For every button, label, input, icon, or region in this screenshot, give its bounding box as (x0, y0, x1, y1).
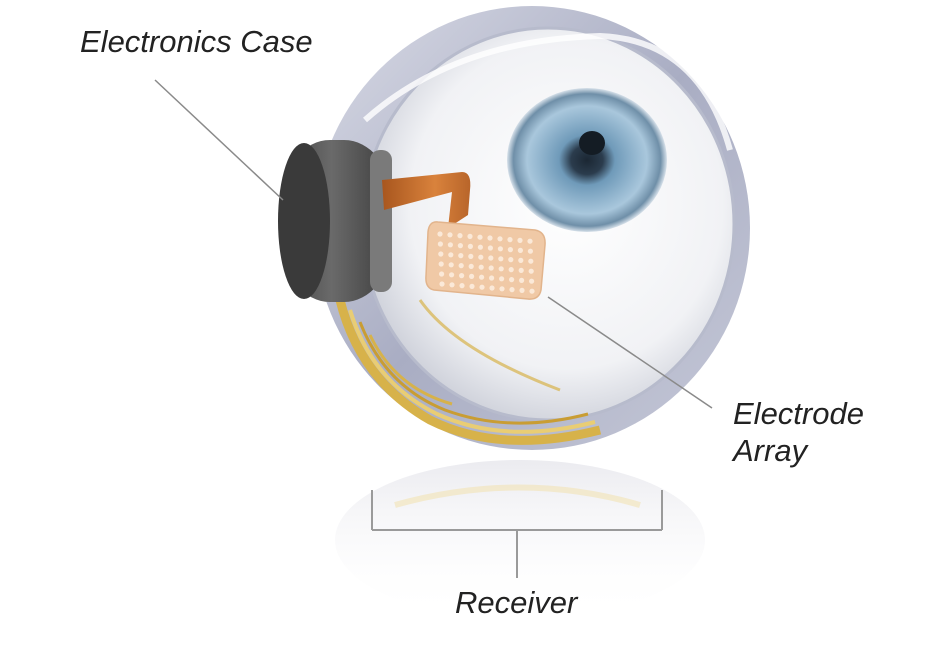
electrode-array (426, 222, 545, 299)
electrode-dot (447, 232, 452, 237)
electrode-dot (529, 289, 534, 294)
electrode-dot (519, 288, 524, 293)
electrode-dot (507, 237, 512, 242)
receiver-label: Receiver (455, 585, 577, 622)
electrode-dot (489, 285, 494, 290)
electrode-dot (497, 236, 502, 241)
electrode-dot (529, 269, 534, 274)
electrode-dot (487, 235, 492, 240)
electrode-dot (518, 258, 523, 263)
electrode-dot (449, 282, 454, 287)
electrode-dot (459, 273, 464, 278)
electrode-dot (509, 277, 514, 282)
electrode-dot (449, 272, 454, 277)
electrode-dot (519, 268, 524, 273)
electrode-dot (439, 281, 444, 286)
electrode-dot (468, 254, 473, 259)
electrode-dot (528, 259, 533, 264)
electrode-dot (528, 249, 533, 254)
electrode-dot (479, 275, 484, 280)
electronics-case-leader-line (155, 80, 283, 200)
electrode-dot (478, 245, 483, 250)
electrode-array-label-line1: Electrode (733, 396, 864, 433)
electrode-dot (459, 263, 464, 268)
electrode-dot (488, 245, 493, 250)
electrode-dot (479, 285, 484, 290)
electrode-dot (498, 256, 503, 261)
electrode-dot (458, 243, 463, 248)
electrode-dot (518, 248, 523, 253)
electronics-case (278, 140, 392, 302)
electrode-dot (469, 284, 474, 289)
electrode-array-label: Electrode Array (733, 396, 864, 469)
electrode-dot (459, 283, 464, 288)
electrode-dot (499, 276, 504, 281)
electrode-dot (509, 287, 514, 292)
electrode-dot (469, 274, 474, 279)
electrode-dot (438, 251, 443, 256)
electrode-array-label-line2: Array (733, 433, 864, 470)
electrode-dot (457, 233, 462, 238)
electrode-dot (449, 262, 454, 267)
electrode-dot (517, 238, 522, 243)
electrode-dot (468, 244, 473, 249)
electrode-dot (529, 279, 534, 284)
electrode-dot (448, 242, 453, 247)
electrode-dot (508, 257, 513, 262)
electrode-dot (448, 252, 453, 257)
electrode-dot (488, 255, 493, 260)
electrode-dot (439, 271, 444, 276)
electrode-dot (477, 235, 482, 240)
iris (507, 88, 667, 232)
electrode-dot (478, 255, 483, 260)
electrode-dot (438, 241, 443, 246)
electrode-dot (499, 286, 504, 291)
electrode-dot (469, 264, 474, 269)
electrode-dot (437, 231, 442, 236)
electrode-dot (467, 234, 472, 239)
electrode-dot (509, 267, 514, 272)
electrode-dot (519, 278, 524, 283)
electrode-array-pad (426, 222, 545, 299)
electrode-dot (498, 246, 503, 251)
electrode-dot (479, 265, 484, 270)
electrode-dot (489, 275, 494, 280)
electronics-case-label: Electronics Case (80, 24, 313, 61)
electrode-dot (439, 261, 444, 266)
electrode-dot (499, 266, 504, 271)
electrode-dot (489, 265, 494, 270)
electrode-dot (458, 253, 463, 258)
electrode-dot (508, 247, 513, 252)
electrode-dot (527, 239, 532, 244)
